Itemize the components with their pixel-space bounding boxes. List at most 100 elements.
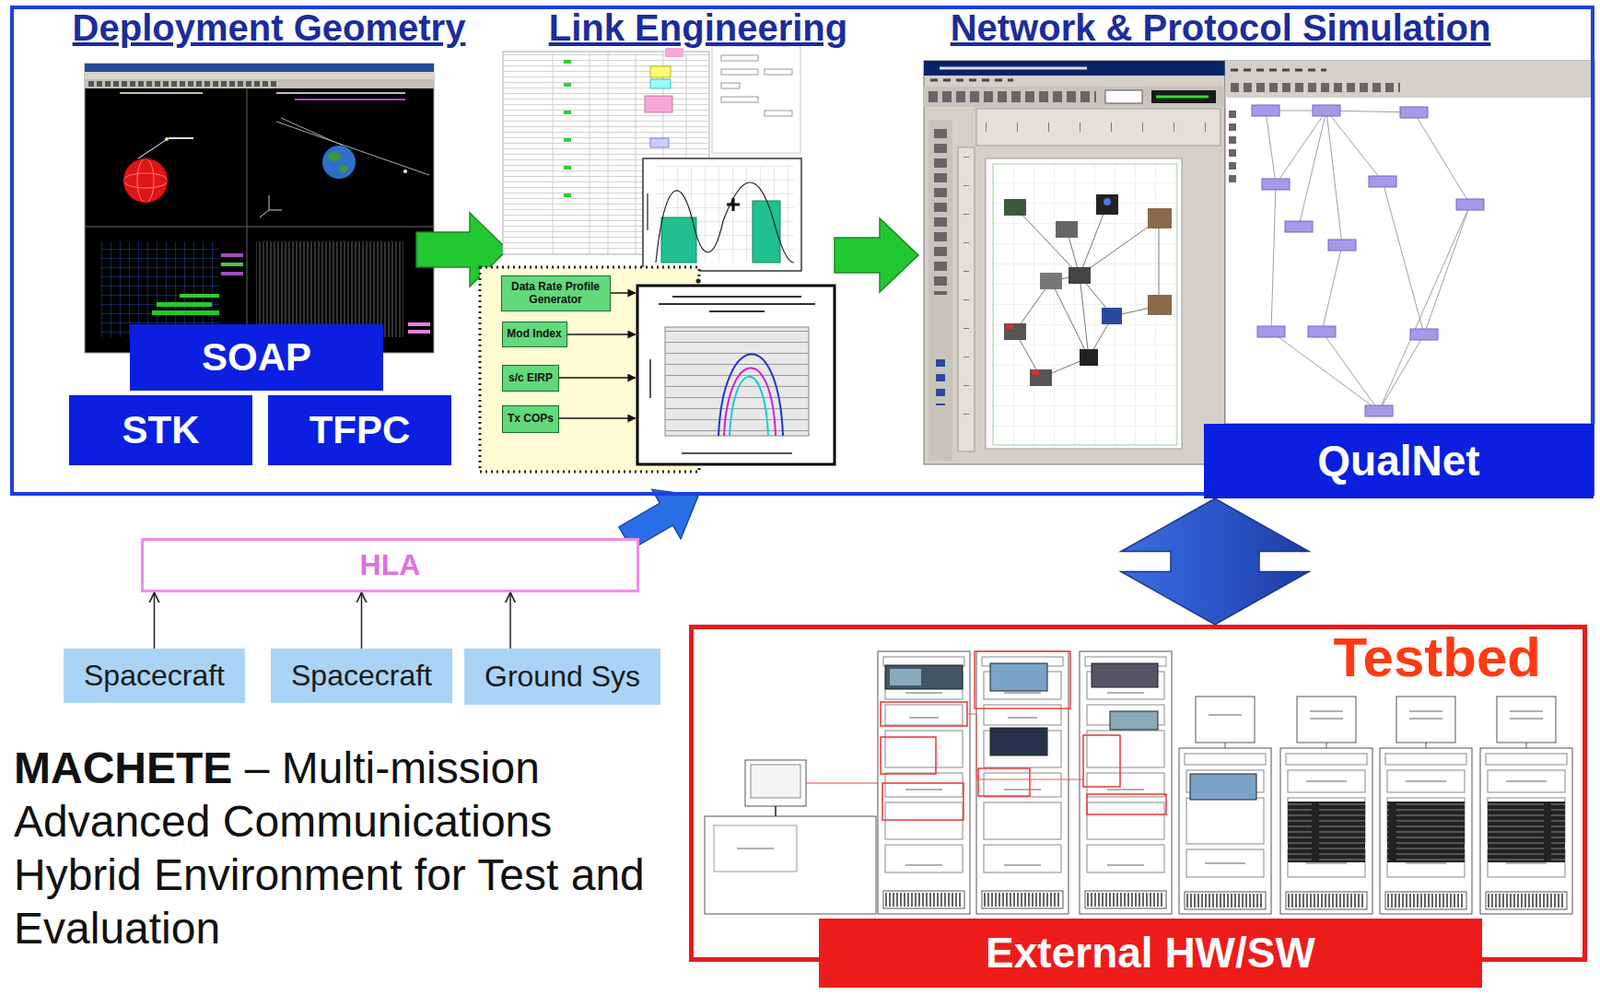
orbit-screenshot bbox=[164, 137, 169, 141]
network-screenshot bbox=[1368, 175, 1397, 187]
orbit-screenshot bbox=[294, 98, 406, 101]
network-screenshot bbox=[1265, 110, 1471, 411]
network-screenshot bbox=[963, 156, 970, 443]
orbit-screenshot bbox=[179, 293, 220, 298]
spreadsheet-screenshot bbox=[721, 82, 740, 89]
testbed-racks bbox=[877, 651, 970, 914]
box-label: QualNet bbox=[1317, 436, 1480, 486]
network-screenshot bbox=[992, 163, 1178, 445]
orbit-screenshot bbox=[84, 63, 434, 353]
network-screenshot bbox=[1400, 106, 1428, 118]
spreadsheet-screenshot bbox=[712, 46, 801, 153]
link-margin-chart bbox=[655, 182, 795, 263]
signal-wire bbox=[559, 292, 636, 419]
signal-wire bbox=[608, 291, 636, 294]
spreadsheet-screenshot bbox=[563, 82, 572, 87]
orbit-screenshot bbox=[403, 169, 408, 174]
testbed-racks bbox=[1225, 742, 1227, 748]
data-rate-chart bbox=[672, 295, 802, 298]
system-box: Spacecraft bbox=[270, 648, 453, 703]
orbit-screenshot bbox=[84, 71, 434, 80]
network-screenshot bbox=[1230, 69, 1327, 72]
hla-bus: HLA bbox=[140, 537, 640, 593]
network-screenshot bbox=[934, 128, 947, 295]
interface-arrow bbox=[361, 592, 363, 649]
system-box: Ground Sys bbox=[464, 648, 661, 705]
testbed-racks bbox=[1425, 742, 1427, 748]
orbit-screenshot bbox=[138, 140, 166, 159]
orbit-screenshot bbox=[259, 195, 282, 218]
box-label: Ground Sys bbox=[484, 659, 641, 694]
network-screenshot bbox=[976, 108, 1221, 146]
testbed-racks bbox=[1379, 747, 1472, 914]
orbit-screenshot bbox=[408, 329, 431, 334]
spreadsheet-screenshot bbox=[764, 110, 793, 117]
orbit-screenshot bbox=[168, 137, 194, 140]
section-heading: Deployment Geometry bbox=[72, 7, 467, 48]
testbed-racks bbox=[1083, 735, 1121, 787]
spreadsheet-screenshot bbox=[563, 165, 572, 170]
network-screenshot bbox=[1328, 239, 1356, 251]
network-screenshot bbox=[1312, 105, 1341, 117]
testbed-racks bbox=[713, 825, 797, 872]
testbed-racks bbox=[1487, 801, 1565, 863]
testbed-racks bbox=[774, 805, 777, 817]
testbed-racks bbox=[880, 701, 968, 726]
signal-wire bbox=[566, 333, 636, 336]
link-margin-chart bbox=[646, 193, 649, 231]
testbed-racks bbox=[1086, 794, 1167, 815]
orbit-screenshot bbox=[84, 79, 434, 89]
network-screenshot bbox=[1225, 60, 1595, 98]
spreadsheet-screenshot bbox=[563, 138, 572, 142]
orbit-screenshot bbox=[256, 241, 404, 338]
network-screenshot bbox=[1004, 198, 1027, 216]
tool-box: STK bbox=[69, 395, 253, 466]
generator-box: Mod Index bbox=[502, 321, 568, 348]
box-label: Spacecraft bbox=[291, 658, 433, 693]
testbed-racks bbox=[1190, 773, 1257, 800]
orbit-screenshot bbox=[276, 92, 406, 94]
bus-label: HLA bbox=[360, 548, 421, 583]
testbed-racks bbox=[750, 764, 801, 798]
spreadsheet-screenshot bbox=[650, 79, 671, 89]
orbit-screenshot bbox=[101, 241, 220, 338]
network-screenshot bbox=[1147, 294, 1172, 316]
network-screenshot bbox=[935, 359, 946, 406]
flow-arrow bbox=[834, 218, 919, 292]
network-screenshot bbox=[1105, 90, 1143, 104]
acronym: MACHETE bbox=[13, 743, 233, 793]
box-label: TFPC bbox=[309, 408, 411, 453]
network-screenshot bbox=[1029, 369, 1052, 386]
network-screenshot bbox=[923, 86, 1226, 107]
orbit-screenshot bbox=[84, 63, 434, 72]
data-rate-chart bbox=[649, 359, 652, 398]
network-screenshot bbox=[939, 67, 1087, 71]
testbed-racks bbox=[1387, 801, 1465, 863]
tool-box: TFPC bbox=[268, 395, 452, 466]
data-rate-chart bbox=[665, 327, 809, 436]
testbed-racks bbox=[1195, 696, 1255, 743]
testbed-racks bbox=[974, 651, 1071, 709]
link-margin-chart bbox=[655, 165, 795, 263]
testbed-racks bbox=[880, 736, 936, 774]
network-screenshot bbox=[1410, 328, 1438, 340]
orbit-screenshot bbox=[137, 158, 154, 203]
testbed-racks bbox=[1109, 711, 1158, 730]
orbit-screenshot bbox=[84, 226, 434, 228]
spreadsheet-screenshot bbox=[650, 66, 671, 78]
spreadsheet-screenshot bbox=[650, 138, 669, 148]
testbed-frame: TestbedExternal HW/SW bbox=[689, 624, 1588, 962]
testbed-racks bbox=[704, 651, 1573, 914]
spreadsheet-screenshot bbox=[563, 193, 572, 198]
network-screenshot bbox=[957, 147, 975, 452]
network-screenshot bbox=[1284, 221, 1313, 233]
data-rate-chart bbox=[637, 285, 835, 465]
data-rate-chart bbox=[665, 327, 809, 436]
network-screenshot bbox=[1261, 178, 1290, 190]
network-screenshot bbox=[1147, 208, 1172, 229]
spreadsheet-screenshot bbox=[563, 110, 572, 115]
network-screenshot bbox=[923, 60, 1226, 76]
box-label: Mod Index bbox=[506, 327, 561, 341]
testbed-racks bbox=[1079, 651, 1172, 914]
link-margin-chart bbox=[642, 158, 802, 271]
